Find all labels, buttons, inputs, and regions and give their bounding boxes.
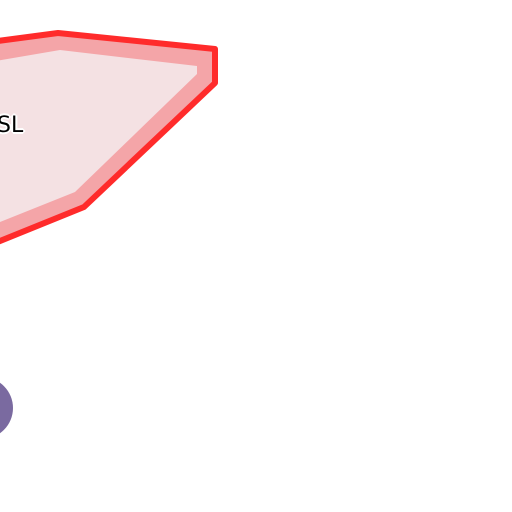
region-inner-fill	[0, 50, 197, 222]
map-marker[interactable]	[0, 377, 13, 439]
region-label: SL	[0, 113, 24, 138]
